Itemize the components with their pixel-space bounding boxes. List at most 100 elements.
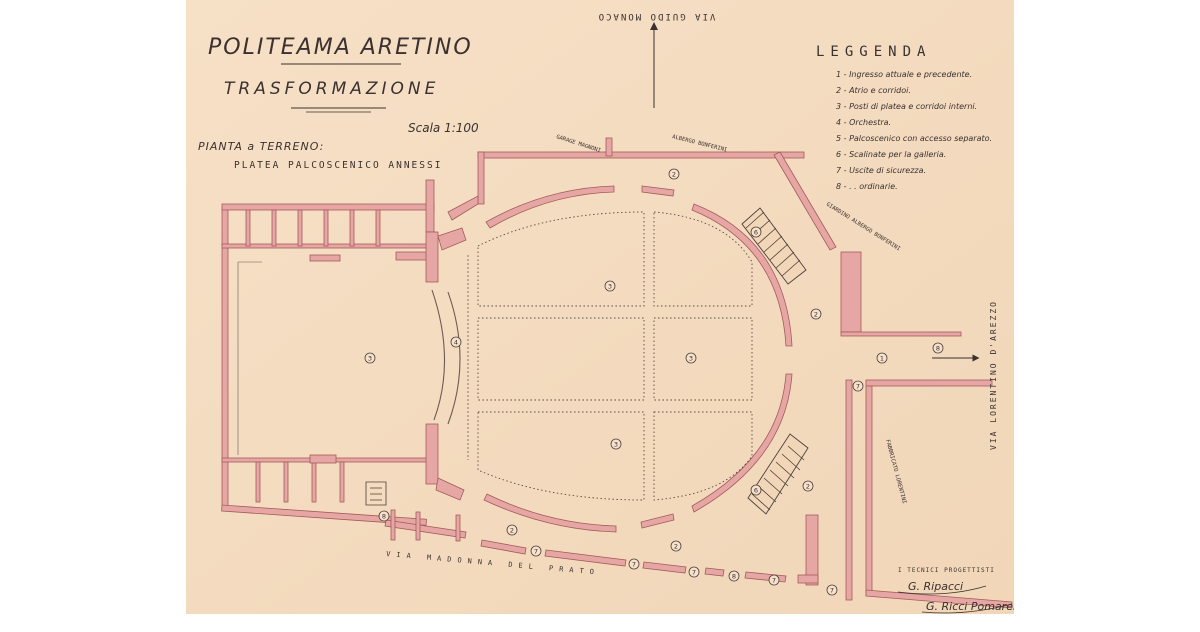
wall-dr3: [297, 209, 303, 247]
wall-drb2: [283, 461, 289, 503]
legend-item-2: 2 - Atrio e corridoi.: [836, 86, 911, 95]
stage-stair: [365, 481, 387, 506]
svg-text:3: 3: [614, 441, 618, 449]
svg-text:6: 6: [754, 229, 758, 237]
wall-north-link: [447, 195, 479, 221]
seating-ne: [653, 211, 753, 307]
ring-seg-nw: [485, 185, 615, 229]
marker-7-entrance: 7: [852, 380, 864, 392]
orchestra-curve: [431, 289, 446, 421]
legend-item-6: 6 - Scalinate per la galleria.: [836, 150, 946, 159]
wall-stage-north-stub: [309, 254, 341, 262]
signature-2: G. Ricci Pomarelli: [926, 600, 1014, 613]
seating-se: [653, 411, 753, 501]
wall-stage-west: [221, 207, 229, 509]
wall-exit-base: [797, 574, 819, 584]
marker-7-s2: 7: [628, 558, 640, 570]
svg-text:2: 2: [674, 543, 678, 551]
svg-text:1: 1: [880, 355, 884, 363]
wall-stage-north: [221, 203, 435, 211]
wall-exit-pier: [805, 514, 819, 586]
marker-3-e: 3: [685, 352, 697, 364]
wall-dr6: [375, 209, 381, 247]
ring-seg-s: [640, 513, 675, 529]
signature-label: I TECNICI PROGETTISTI: [898, 567, 995, 574]
legend-item-5: 5 - Palcoscenico con accesso separato.: [836, 134, 992, 143]
marker-8-stage: 8: [378, 510, 390, 522]
legend-item-1: 1 - Ingresso attuale e precedente.: [836, 70, 972, 79]
wall-drb3: [311, 461, 317, 503]
wall-south-seg3: [642, 561, 687, 574]
orchestra-inner-curve: [447, 291, 461, 425]
wall-sr1: [390, 509, 396, 541]
paper-margin-bottom: [186, 614, 1014, 628]
plan-subheading: PLATEA PALCOSCENICO ANNESSI: [234, 160, 442, 171]
ring-seg-ne: [691, 203, 793, 347]
marker-2-s: 2: [670, 540, 682, 552]
legend-item-7: 7 - Uscite di sicurezza.: [836, 166, 926, 175]
marker-6-s: 6: [750, 484, 762, 496]
street-right: VIA LORENTINO D'AREZZO: [989, 300, 998, 450]
wall-drb1: [255, 461, 261, 503]
wall-south-seg4: [704, 567, 725, 577]
plan-heading: PIANTA a TERRENO:: [198, 140, 324, 153]
wall-south-seg0: [384, 519, 467, 539]
paper-background: [186, 0, 1014, 628]
marker-8-s: 8: [728, 570, 740, 582]
legend-item-8: 8 - . . ordinarie.: [836, 182, 898, 191]
svg-text:2: 2: [806, 483, 810, 491]
seating-e: [653, 317, 753, 401]
svg-text:2: 2: [510, 527, 514, 535]
legend: LEGGENDA 1 - Ingresso attuale e preceden…: [816, 44, 992, 191]
marker-1-entrance: 1: [876, 352, 888, 364]
wall-entrance-north: [840, 331, 962, 337]
ring-seg-sw: [483, 493, 617, 533]
proscenium-south: [425, 423, 439, 485]
stage-area: [237, 261, 387, 506]
wall-stage-south-stub: [309, 454, 337, 464]
markers: 2 3 3 4 3 3 6 6 2 2 2 2 1 8 7 8 7 7 7 8 …: [364, 168, 944, 596]
marker-2-top: 2: [668, 168, 680, 180]
drawing-scale: Scala 1:100: [408, 121, 479, 135]
svg-text:2: 2: [814, 311, 818, 319]
wall-stage-north-pier: [425, 179, 435, 233]
wall-dr4: [323, 209, 329, 247]
svg-text:3: 3: [368, 355, 372, 363]
marker-4: 4: [450, 336, 462, 348]
wall-east-lower: [845, 379, 853, 601]
legend-item-4: 4 - Orchestra.: [836, 118, 891, 127]
svg-text:7: 7: [632, 561, 636, 569]
drawing-sheet: POLITEAMA ARETINO TRASFORMAZIONE Scala 1…: [186, 0, 1022, 628]
wall-east-diagonal: [773, 151, 837, 251]
svg-text:7: 7: [856, 383, 860, 391]
marker-2-east: 2: [810, 308, 822, 320]
marker-6-n: 6: [750, 226, 762, 238]
marker-7-s1: 7: [530, 545, 542, 557]
svg-text:8: 8: [732, 573, 736, 581]
wall-fabbricato-west: [865, 385, 873, 597]
svg-text:8: 8: [382, 513, 386, 521]
wall-south-east: [865, 589, 1013, 609]
wall-south-seg2: [544, 549, 627, 567]
signature-flourish: [897, 585, 1013, 614]
wall-south-seg1: [480, 539, 527, 555]
proscenium-north-splay: [437, 227, 467, 251]
marker-3-nw: 3: [604, 280, 616, 292]
marker-7-s3: 7: [688, 566, 700, 578]
svg-text:3: 3: [608, 283, 612, 291]
svg-text:7: 7: [534, 548, 538, 556]
wall-dr1: [245, 209, 251, 247]
wall-stage-south: [221, 504, 427, 526]
drawing-subtitle: TRASFORMAZIONE: [224, 79, 439, 99]
stair-south: [747, 433, 809, 515]
marker-7-s4: 7: [768, 574, 780, 586]
wall-north-pier: [605, 137, 613, 157]
street-top: VIA GUIDO MONACO: [597, 11, 716, 21]
wall-north-street: [477, 151, 805, 159]
drawing-title: POLITEAMA ARETINO: [208, 35, 473, 60]
signature-1: G. Ripacci: [908, 580, 963, 593]
wall-sr3: [455, 514, 461, 542]
floor-plan-drawing: POLITEAMA ARETINO TRASFORMAZIONE Scala 1…: [186, 0, 1022, 628]
legend-heading: LEGGENDA: [816, 44, 931, 60]
proscenium-north: [425, 231, 439, 283]
